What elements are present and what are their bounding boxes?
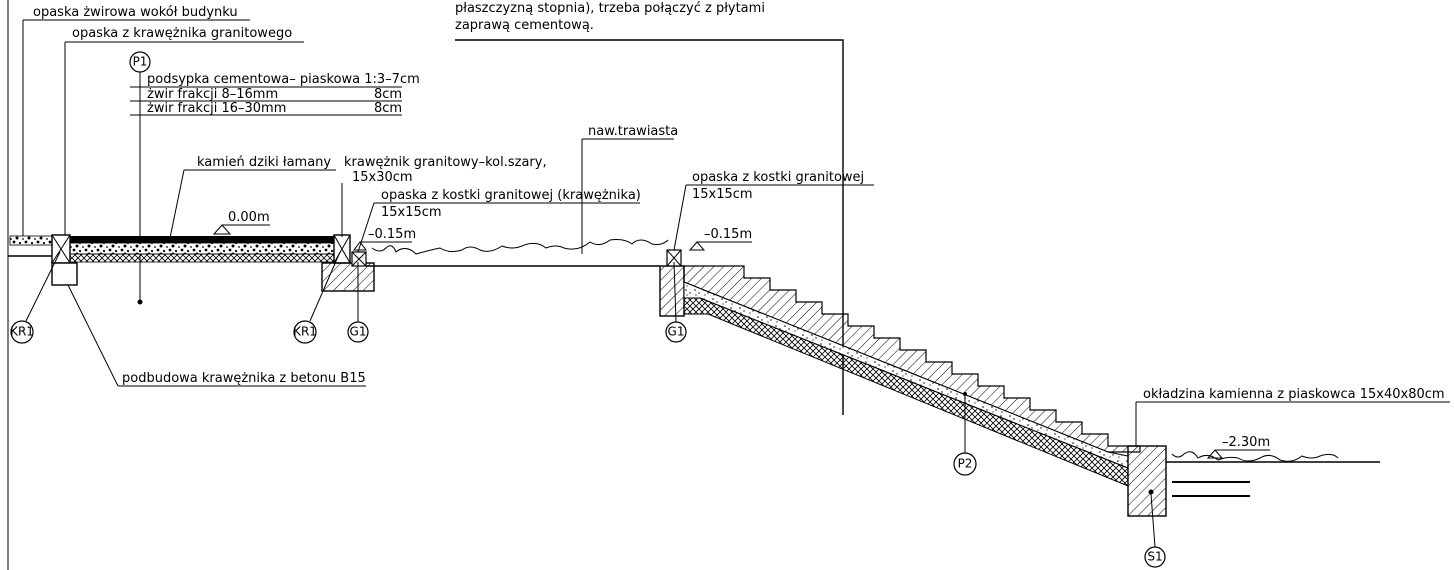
curb-left-foundation	[51, 262, 78, 286]
level-minus-0-15-left-marker	[353, 241, 412, 251]
leader-podbudowa	[67, 284, 366, 387]
leader-opaska-krawez	[64, 41, 304, 238]
label-opaska-zwirowa: opaska żwirowa wokół budynku	[33, 5, 238, 20]
kr1-right-leader	[309, 251, 341, 322]
top-note-line1: płaszczyzną stopnia), trzeba połączyć z …	[455, 1, 765, 16]
level-minus-0-15-right: –0.15m	[704, 227, 752, 242]
p1-leader-dot	[137, 299, 143, 305]
tag-g1-right: G1	[668, 325, 685, 339]
terrace-top-layer	[70, 236, 334, 243]
terrace-gravel-layer	[69, 242, 335, 255]
tag-p2: P2	[958, 457, 973, 471]
value-zwir-8-16: 8cm	[374, 87, 402, 102]
label-opaska-kostki-dim: 15x15cm	[692, 187, 753, 202]
leader-opaska-kostki	[673, 184, 874, 251]
top-note-line2: zaprawą cementową.	[455, 18, 594, 33]
leader-opaska-kostki-kraw	[357, 202, 640, 253]
stair-base-crosshatch	[683, 297, 1129, 487]
label-opaska-kostki-kraw: opaska z kostki granitowej (krawężnika)	[381, 188, 641, 203]
label-naw-trawiasta: naw.trawiasta	[588, 124, 678, 139]
g1-right-leader	[673, 261, 677, 323]
stair-concrete	[683, 281, 1129, 469]
tag-s1: S1	[1147, 550, 1162, 564]
label-krawez-granitowy: krawężnik granitowy–kol.szary,	[344, 155, 547, 170]
label-podbudowa: podbudowa krawężnika z betonu B15	[122, 371, 366, 386]
note-frame-line	[455, 39, 844, 415]
granite-sett-g1-left-x	[351, 251, 367, 267]
label-opaska-kostki-kraw-dim: 15x15cm	[381, 205, 442, 220]
leader-opaska-zwirowa	[22, 19, 250, 238]
level-minus-0-15-right-marker	[688, 241, 752, 251]
value-zwir-16-30: 8cm	[374, 101, 402, 116]
p2-leader-dot	[963, 392, 967, 396]
terrace-base-layer	[69, 253, 335, 263]
granite-sett-g1-right-x	[666, 249, 682, 267]
curb-right-x	[333, 234, 351, 264]
stair-bottom-foundation	[1127, 445, 1167, 517]
kr1-left-leader	[25, 251, 61, 322]
label-okladzina: okładzina kamienna z piaskowca 15x40x80c…	[1143, 387, 1445, 402]
stair-top-foundation	[659, 265, 685, 317]
label-opaska-kostki: opaska z kostki granitowej	[692, 170, 864, 185]
curb-right-foundation	[321, 262, 375, 292]
tag-g1-left: G1	[350, 325, 367, 339]
tag-kr1-left: KR1	[10, 325, 34, 339]
lawn-grass	[371, 239, 669, 255]
level-0-00-marker	[212, 224, 270, 235]
level-minus-0-15-left: –0.15m	[368, 227, 416, 242]
label-zwir-16-30: żwir frakcji 16–30mm	[147, 101, 286, 116]
s1-dot	[1148, 489, 1154, 495]
label-kamien: kamień dziki łamany	[197, 155, 331, 170]
level-0-00: 0.00m	[228, 210, 270, 225]
curb-left-x	[51, 234, 71, 264]
level-minus-2-30-marker	[1206, 449, 1270, 459]
label-podsypka: podsypka cementowa– piaskowa 1:3–7cm	[147, 72, 420, 87]
leader-naw-trawiasta	[581, 138, 674, 254]
tag-kr1-left-circle	[10, 320, 34, 344]
label-zwir-8-16: żwir frakcji 8–16mm	[147, 87, 278, 102]
stair-steps	[683, 265, 1141, 453]
leader-okladzina	[1135, 401, 1450, 446]
leader-kamien	[169, 169, 336, 239]
tag-p1: P1	[133, 55, 148, 69]
tag-kr1-right-circle	[293, 320, 317, 344]
lower-grass	[1171, 451, 1339, 462]
level-minus-2-30: –2.30m	[1222, 435, 1270, 450]
label-krawez-dim: 15x30cm	[352, 170, 413, 185]
tag-kr1-right: KR1	[293, 325, 317, 339]
label-opaska-krawez: opaska z krawężnika granitowego	[72, 26, 292, 41]
s1-leader	[1150, 493, 1156, 548]
opaska-zwirowa-gravel	[9, 235, 53, 246]
